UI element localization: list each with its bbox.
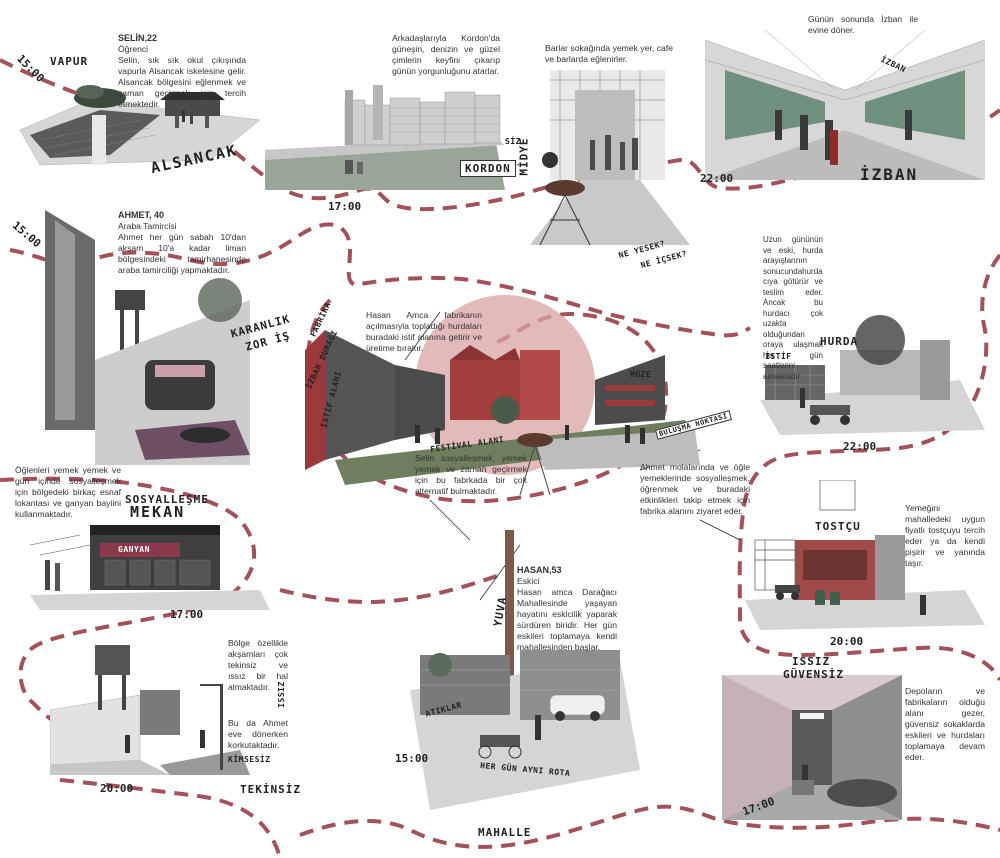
label-issiz: ISSIZ bbox=[792, 655, 831, 668]
label-siz: SİZ bbox=[505, 137, 521, 146]
label-kordon: KORDON bbox=[460, 160, 516, 177]
label-issiz2: ISSIZ bbox=[276, 681, 286, 708]
hasan-role: Eskici bbox=[517, 576, 540, 586]
scene-tostcu bbox=[745, 480, 985, 630]
ahmet-body: Ahmet her gün sabah 10'dan akşam 10'a ka… bbox=[118, 232, 246, 275]
label-tekinsiz: TEKİNSİZ bbox=[240, 783, 301, 796]
time-8: 20:00 bbox=[100, 782, 134, 795]
scene-izban bbox=[705, 30, 985, 190]
label-izban: İZBAN bbox=[860, 165, 919, 184]
time-9: 15:00 bbox=[395, 752, 429, 765]
label-mekan: MEKAN bbox=[130, 503, 186, 521]
text-depolar: Depoların ve fabrikaların olduğu alanı g… bbox=[905, 686, 985, 762]
time-7: 20:00 bbox=[830, 635, 864, 648]
hasan-body: Hasan amca Darağacı Mahallesinde yaşayan… bbox=[517, 587, 617, 652]
label-guvensiz: GÜVENSİZ bbox=[783, 668, 844, 681]
label-istif: İSTİF bbox=[765, 352, 792, 361]
selin-name: SELİN,22 bbox=[118, 33, 158, 43]
text-ahmet-mola: Ahmet molalarında ve öğle yemeklerinde s… bbox=[640, 462, 750, 516]
scene-mahalle bbox=[410, 530, 640, 810]
text-tostcu: Yemeğini mahalledeki uygun fiyatlı tostç… bbox=[905, 503, 985, 568]
time-5: 22:00 bbox=[843, 440, 877, 453]
route-bottom bbox=[59, 778, 282, 858]
scene-mekan bbox=[30, 515, 270, 610]
hasan-name: HASAN,53 bbox=[517, 565, 562, 575]
text-izban: Günün sonunda İzban ile evine döner. bbox=[808, 14, 918, 35]
text-hasan: HASAN,53 Eskici Hasan amca Darağacı Maha… bbox=[517, 565, 617, 653]
label-vapur: VAPUR bbox=[50, 55, 89, 68]
time-3: 22:00 bbox=[700, 172, 734, 185]
scene-factory bbox=[305, 290, 705, 495]
text-selin-sosyal: Selin sosyalleşmek, yemek yemek ve zaman… bbox=[415, 453, 527, 496]
label-ganyan: GANYAN bbox=[118, 545, 150, 554]
route-bottom-mid bbox=[299, 804, 1000, 849]
time-6: 17:00 bbox=[170, 608, 204, 621]
text-ogle: Öğlenleri yemek yemek ve gün içinde sosy… bbox=[15, 465, 121, 519]
label-mahalle: MAHALLE bbox=[478, 826, 532, 839]
ahmet-role: Araba Tamircisi bbox=[118, 221, 177, 231]
route-mid-link bbox=[279, 573, 501, 604]
text-selin: SELİN,22 Öğrenci Selin, sık sık okul çık… bbox=[118, 33, 246, 110]
selin-body: Selin, sık sık okul çıkışında vapurla Al… bbox=[118, 55, 246, 109]
text-barlar: Barlar sokağında yemek yer, cafe ve barl… bbox=[545, 43, 673, 64]
scene-hurda bbox=[760, 310, 985, 435]
text-korku: Bu da Ahmet eve dönerken korkutaktadır. bbox=[228, 718, 288, 750]
time-2: 17:00 bbox=[328, 200, 362, 213]
scene-ahmet bbox=[35, 210, 250, 465]
route-right bbox=[737, 253, 1000, 681]
text-kordon: Arkadaşlarıyla Kordon'da güneşin, denizi… bbox=[392, 33, 500, 76]
scene-alsancak bbox=[10, 40, 270, 180]
scene-tekinsiz bbox=[50, 630, 255, 775]
text-tekinsiz: Bölge özellikle akşamları çok tekinsiz v… bbox=[228, 638, 288, 692]
scene-kordon bbox=[265, 80, 510, 190]
label-hurda: HURDA bbox=[820, 335, 859, 348]
label-sosyal: SOSYALLEŞME bbox=[125, 493, 209, 506]
route-second bbox=[9, 222, 751, 338]
text-ahmet: AHMET, 40 Araba Tamircisi Ahmet her gün … bbox=[118, 210, 246, 276]
text-hasan-fabrika: Hasan Amca fabrikanın açılmasıyla toplad… bbox=[366, 310, 482, 353]
scene-barlar bbox=[520, 60, 700, 245]
label-tostcu: TOSTÇU bbox=[815, 520, 861, 533]
selin-role: Öğrenci bbox=[118, 44, 149, 54]
ahmet-name: AHMET, 40 bbox=[118, 210, 165, 220]
scene-issiz bbox=[722, 675, 902, 820]
label-kimsesiz: KİMSESİZ bbox=[228, 755, 271, 764]
label-muze: MÜZE bbox=[630, 370, 652, 379]
text-hurdaci: Uzun gününün ve eski, hurda arayışlarını… bbox=[763, 235, 823, 381]
